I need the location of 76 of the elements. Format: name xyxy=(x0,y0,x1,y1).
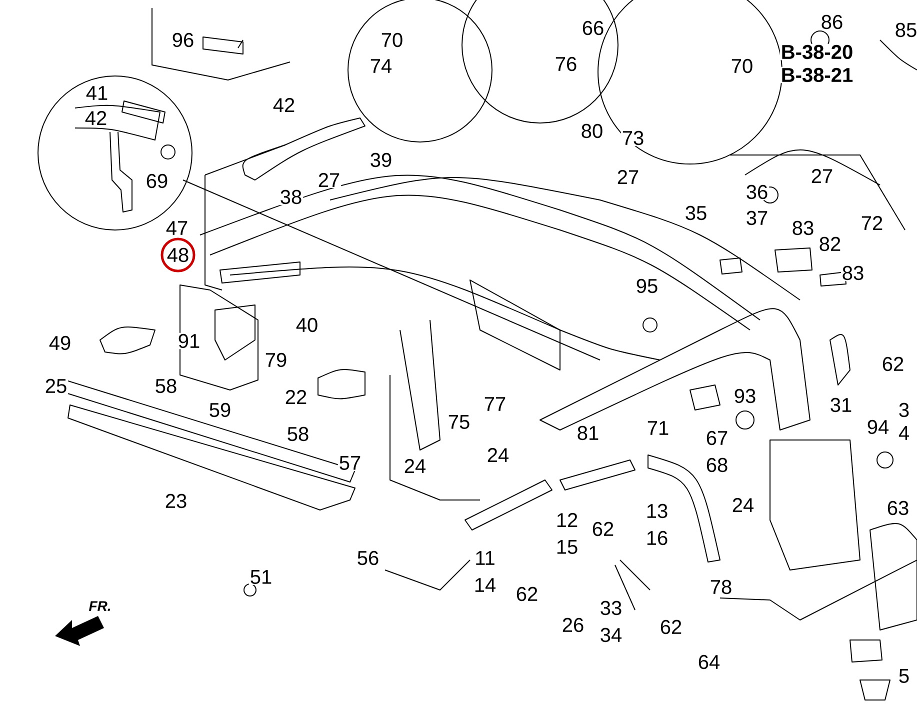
callout-number: 80 xyxy=(580,122,604,140)
reference-label: B-38-21 xyxy=(780,66,854,84)
callout-number: 14 xyxy=(472,577,498,593)
callout-number: 4 xyxy=(897,425,911,441)
callout-number: 63 xyxy=(886,500,910,516)
callout-number: 81 xyxy=(576,424,600,442)
callout-number: 66 xyxy=(580,20,606,36)
callout-number: 40 xyxy=(294,316,320,334)
callout-number: 72 xyxy=(860,215,884,231)
callout-number: 93 xyxy=(732,388,758,404)
callout-number: 62 xyxy=(880,356,906,372)
callout-number: 58 xyxy=(286,426,310,442)
callout-number: 62 xyxy=(514,586,540,602)
callout-number: 59 xyxy=(208,402,232,418)
callout-number: 27 xyxy=(616,169,640,185)
callout-number: 37 xyxy=(744,210,770,226)
callout-number: 95 xyxy=(634,278,660,294)
callout-number: 78 xyxy=(708,578,734,596)
callout-number: 86 xyxy=(820,14,844,30)
callout-number: 26 xyxy=(560,616,586,634)
callout-number: 48 xyxy=(166,246,190,264)
callout-number: 75 xyxy=(446,414,472,430)
callout-number: 83 xyxy=(840,264,866,282)
callout-number: 35 xyxy=(684,204,708,222)
callout-number: 67 xyxy=(704,430,730,446)
callout-number: 68 xyxy=(704,456,730,474)
callout-number: 91 xyxy=(176,332,202,350)
callout-number: 33 xyxy=(598,600,624,616)
callout-number: 57 xyxy=(338,455,362,471)
callout-number: 39 xyxy=(368,152,394,168)
callout-number: 70 xyxy=(380,32,404,48)
callout-number: 79 xyxy=(264,352,288,368)
callout-number: 70 xyxy=(730,58,754,74)
callout-number: 56 xyxy=(356,550,380,566)
callout-number: 74 xyxy=(368,58,394,74)
callout-number: 13 xyxy=(644,502,670,520)
callout-number: 12 xyxy=(554,512,580,528)
callout-number: 58 xyxy=(154,378,178,394)
callout-number: 11 xyxy=(474,550,496,566)
reference-label: B-38-20 xyxy=(780,44,854,60)
callout-number: 71 xyxy=(646,420,670,436)
callout-number: 73 xyxy=(620,130,646,146)
callout-number: 34 xyxy=(598,626,624,644)
callout-number: 42 xyxy=(84,110,108,126)
callout-number: 27 xyxy=(316,172,342,188)
callout-number: 51 xyxy=(248,569,274,585)
direction-label: FR. xyxy=(88,600,112,612)
callout-number: 5 xyxy=(897,668,911,684)
callout-number: 23 xyxy=(164,492,188,510)
callout-number: 85 xyxy=(894,22,917,38)
callout-number: 76 xyxy=(554,56,578,72)
callout-number: 82 xyxy=(818,236,842,252)
callout-number: 42 xyxy=(272,97,296,113)
callout-number: 77 xyxy=(482,396,508,412)
callout-number: 49 xyxy=(48,334,72,352)
callout-number: 16 xyxy=(644,530,670,546)
callout-number: 47 xyxy=(164,220,190,236)
callout-number: 27 xyxy=(810,168,834,184)
callout-number: 22 xyxy=(284,389,308,405)
callout-number: 64 xyxy=(696,654,722,670)
callout-number: 3 xyxy=(897,402,911,418)
callout-number: 41 xyxy=(84,85,110,101)
callout-number: 62 xyxy=(590,520,616,538)
callout-number: 25 xyxy=(44,378,68,394)
callout-number: 36 xyxy=(744,184,770,200)
callout-number: 24 xyxy=(402,458,428,474)
callout-number: 69 xyxy=(144,172,170,190)
callout-number: 94 xyxy=(866,418,890,436)
callout-number: 24 xyxy=(730,497,756,513)
callout-number: 96 xyxy=(170,32,196,48)
callout-number: 38 xyxy=(278,188,304,206)
callout-number: 15 xyxy=(554,539,580,555)
callout-number: 62 xyxy=(658,618,684,636)
callout-number: 24 xyxy=(486,447,510,463)
callout-number: 83 xyxy=(790,220,816,236)
callout-number: 31 xyxy=(828,396,854,414)
